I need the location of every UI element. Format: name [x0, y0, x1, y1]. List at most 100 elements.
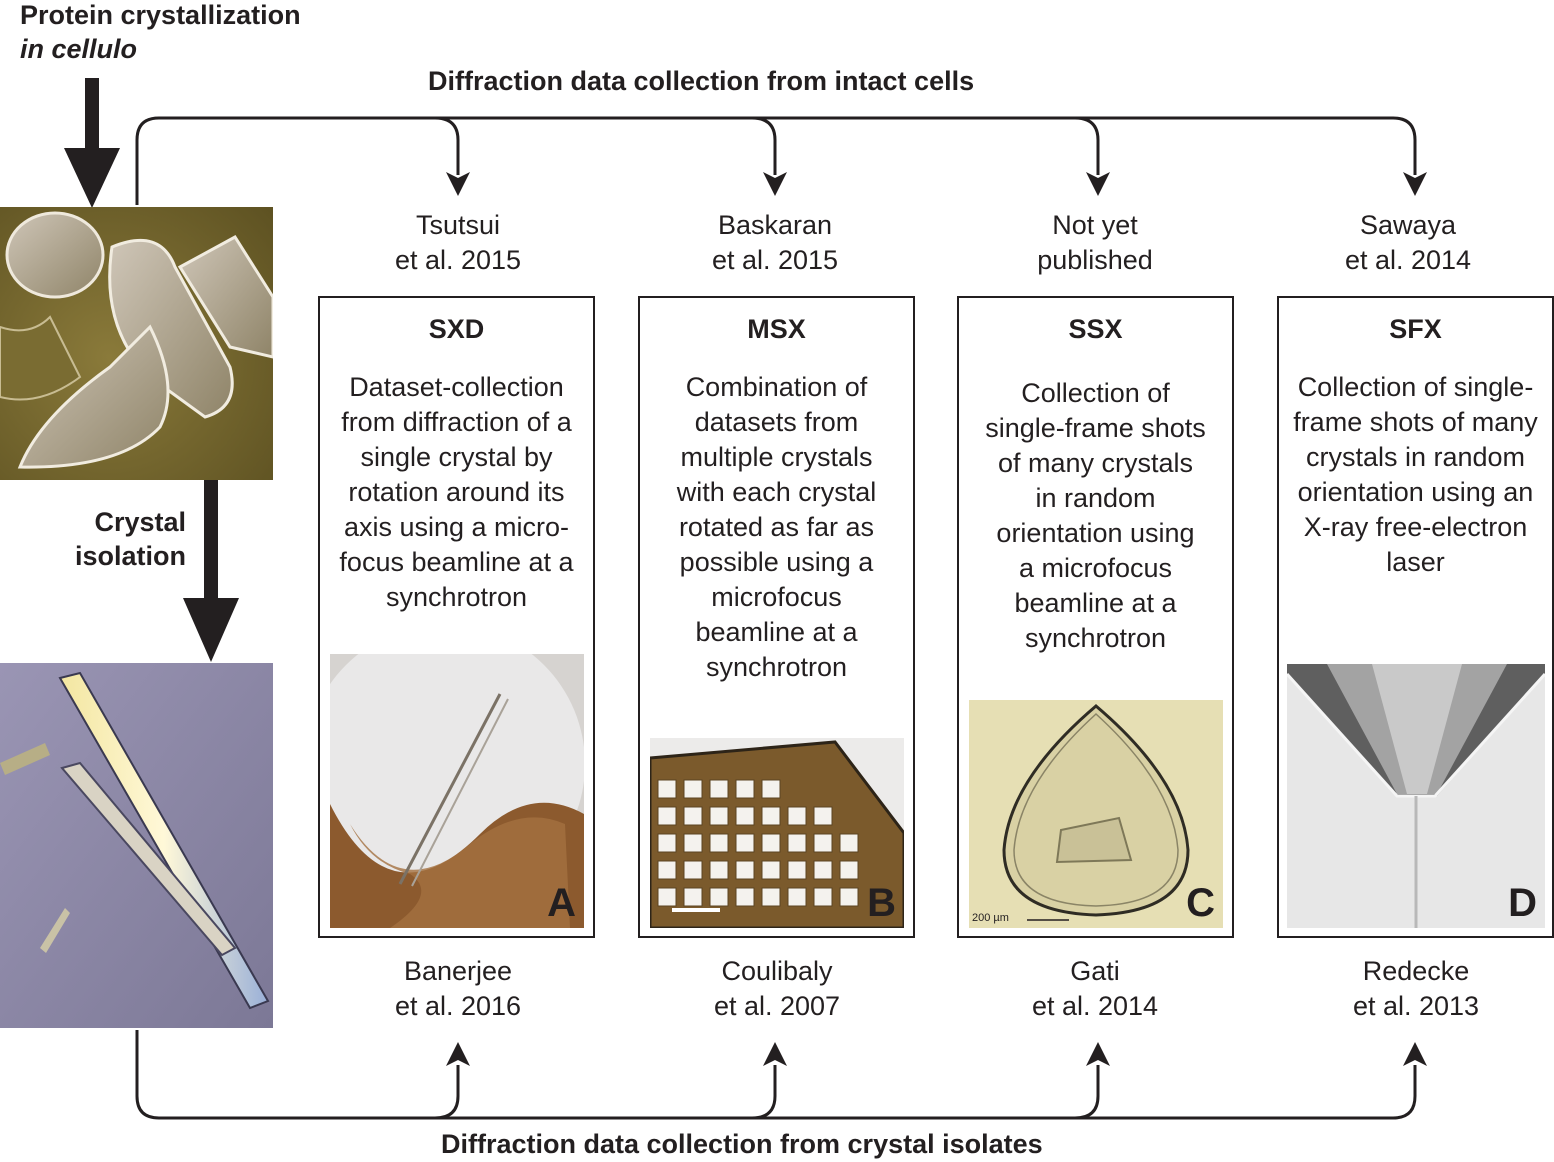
- scale-bar-label: 200 µm: [972, 912, 1009, 924]
- mesh-cell: [657, 833, 677, 853]
- mesh-cell: [657, 779, 677, 799]
- mesh-cell: [787, 833, 807, 853]
- mesh-cell: [735, 887, 755, 907]
- top-ref-4-line1: Sawaya: [1359, 210, 1457, 240]
- desc-line: single-frame shots: [985, 413, 1206, 443]
- panel-title: SSX: [1068, 314, 1123, 344]
- mesh-cell: [709, 806, 729, 826]
- mesh-cell: [735, 806, 755, 826]
- mesh-cell: [761, 806, 781, 826]
- bottom-ref-3-line2: et al. 2014: [1031, 991, 1159, 1021]
- top-ref-3-line2: published: [1037, 245, 1153, 275]
- panel-title: SFX: [1389, 314, 1442, 344]
- bottom-ref-4: Redecke et al. 2013: [1266, 954, 1554, 1024]
- desc-line: Combination of: [685, 372, 868, 402]
- mesh-cell: [709, 833, 729, 853]
- desc-line: beamline at a: [695, 617, 858, 647]
- arrow-up-icon: [446, 1042, 470, 1066]
- desc-line: Collection of single-: [1297, 372, 1534, 402]
- top-branch-1: [434, 116, 460, 175]
- bottom-ref-3-line1: Gati: [1070, 956, 1120, 986]
- desc-line: synchrotron: [1024, 623, 1167, 653]
- mesh-cell: [787, 887, 807, 907]
- panel-description: Collection of single- frame shots of man…: [1287, 370, 1544, 580]
- desc-line: axis using a micro-: [343, 512, 570, 542]
- isolation-arrow-shaft: [204, 480, 218, 602]
- mesh-cell: [709, 779, 729, 799]
- bottom-connector-line: [135, 1030, 1417, 1120]
- arrow-up-icon: [1403, 1042, 1427, 1066]
- desc-line: beamline at a: [1014, 588, 1177, 618]
- desc-line: from diffraction of a: [341, 407, 572, 437]
- bottom-ref-4-line2: et al. 2013: [1352, 991, 1480, 1021]
- bottom-branch-2: [751, 1065, 777, 1120]
- desc-line: laser: [1386, 547, 1445, 577]
- crystal-isolation-label: Crystal isolation: [40, 505, 186, 573]
- mesh-cell: [787, 860, 807, 880]
- mesh-cell: [735, 779, 755, 799]
- panel-title: SXD: [428, 314, 485, 344]
- arrow-down-icon: [446, 172, 470, 196]
- arrow-up-icon: [763, 1042, 787, 1066]
- top-ref-3: Not yet published: [945, 208, 1245, 278]
- desc-line: datasets from: [694, 407, 859, 437]
- mesh-cell: [709, 887, 729, 907]
- panel-description: Combination of datasets from multiple cr…: [648, 370, 905, 685]
- mesh-cell: [813, 833, 833, 853]
- desc-line: synchrotron: [705, 652, 848, 682]
- panel-letter: B: [867, 881, 896, 925]
- top-ref-2: Baskaran et al. 2015: [625, 208, 925, 278]
- bottom-header: Diffraction data collection from crystal…: [441, 1129, 1043, 1159]
- desc-line: orientation using an: [1297, 477, 1534, 507]
- mesh-cell: [813, 806, 833, 826]
- top-ref-2-line2: et al. 2015: [711, 245, 839, 275]
- arrow-up-icon: [1086, 1042, 1110, 1066]
- panel-letter: C: [1186, 881, 1215, 925]
- desc-line: with each crystal: [676, 477, 877, 507]
- desc-line: crystals in random: [1305, 442, 1526, 472]
- mesh-cell: [657, 806, 677, 826]
- top-ref-1: Tsutsui et al. 2015: [308, 208, 608, 278]
- desc-line: of many crystals: [997, 448, 1194, 478]
- panel-letter: A: [547, 881, 576, 925]
- desc-line: possible using a: [679, 547, 874, 577]
- desc-line: orientation using: [996, 518, 1195, 548]
- panel-image: A: [330, 654, 584, 928]
- mesh-cell: [709, 860, 729, 880]
- mesh-cell: [735, 833, 755, 853]
- desc-line: synchrotron: [385, 582, 528, 612]
- panel-image: 200 µm C: [969, 700, 1223, 928]
- arrow-down-icon: [1086, 172, 1110, 196]
- arrow-down-icon: [1403, 172, 1427, 196]
- bottom-ref-4-line1: Redecke: [1362, 956, 1470, 986]
- mesh-grid-image: [650, 738, 904, 928]
- bottom-ref-3: Gati et al. 2014: [945, 954, 1245, 1024]
- mesh-cell: [839, 887, 859, 907]
- bottom-ref-2: Coulibaly et al. 2007: [627, 954, 927, 1024]
- desc-line: rotation around its: [348, 477, 565, 507]
- mesh-cell: [683, 860, 703, 880]
- figure-title: Protein crystallization in cellulo: [20, 0, 301, 66]
- bottom-ref-2-line2: et al. 2007: [713, 991, 841, 1021]
- panel-title: MSX: [747, 314, 806, 344]
- top-header: Diffraction data collection from intact …: [428, 66, 975, 96]
- mesh-cell: [683, 887, 703, 907]
- top-branch-2: [751, 116, 777, 175]
- bottom-branch-1: [434, 1065, 460, 1120]
- bottom-branch-3: [1074, 1065, 1100, 1120]
- desc-line: a microfocus: [1018, 553, 1173, 583]
- mesh-cell: [761, 860, 781, 880]
- mesh-cell: [683, 779, 703, 799]
- top-connector-line: [135, 116, 1417, 205]
- desc-line: in random: [1035, 483, 1156, 513]
- desc-line: multiple crystals: [680, 442, 873, 472]
- panel-msx: MSX Combination of datasets from multipl…: [638, 296, 915, 938]
- crystals-micrograph: [0, 663, 273, 1028]
- bottom-ref-2-line1: Coulibaly: [721, 956, 833, 986]
- side-label-line1: Crystal: [94, 507, 186, 537]
- panel-description: Dataset-collection from diffraction of a…: [328, 370, 585, 615]
- top-ref-2-line1: Baskaran: [717, 210, 833, 240]
- figure-title-line1: Protein crystallization: [20, 0, 301, 30]
- top-ref-1-line1: Tsutsui: [415, 210, 501, 240]
- panel-description: Collection of single-frame shots of many…: [967, 376, 1224, 656]
